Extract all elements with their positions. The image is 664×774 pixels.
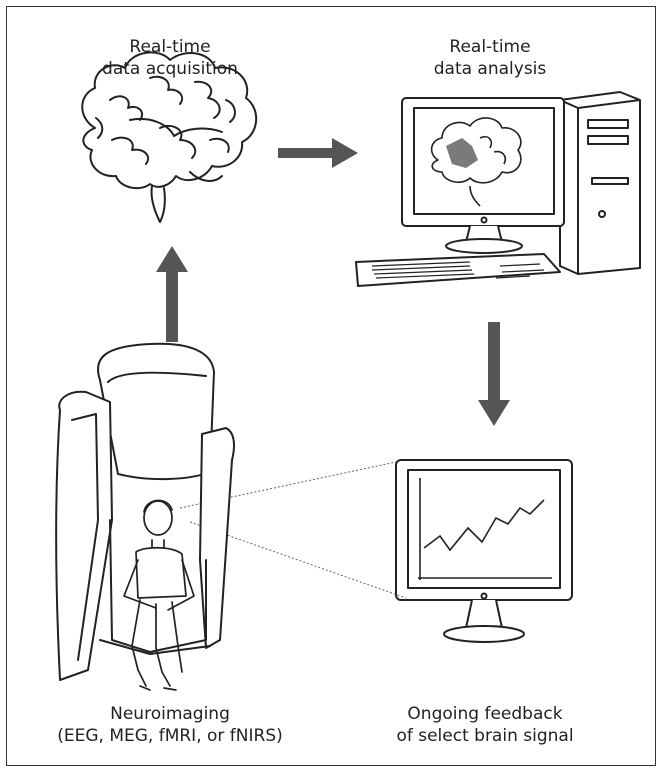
label-acquisition-line2: data acquisition [102, 59, 238, 79]
label-feedback-line2: of select brain signal [396, 726, 574, 746]
label-analysis: Real-time data analysis [400, 36, 580, 80]
label-neuroimaging: Neuroimaging (EEG, MEG, fMRI, or fNIRS) [40, 703, 300, 747]
label-feedback-line1: Ongoing feedback [407, 704, 563, 724]
feedback-graph [418, 478, 552, 580]
label-neuroimaging-line1: Neuroimaging [110, 704, 230, 724]
person-figure [123, 499, 195, 691]
label-feedback: Ongoing feedback of select brain signal [370, 703, 600, 747]
feedback-monitor [395, 459, 573, 643]
label-neuroimaging-line2: (EEG, MEG, fMRI, or fNIRS) [57, 726, 283, 746]
analysis-brain-icon [430, 117, 522, 207]
arrow-analysis-to-feedback [478, 322, 510, 426]
label-analysis-line1: Real-time [449, 37, 531, 57]
label-analysis-line2: data analysis [433, 59, 547, 79]
arrow-acquisition-to-analysis [278, 138, 358, 168]
brain-icon [81, 51, 257, 223]
signal-trace [423, 499, 545, 552]
scanner-chair [55, 342, 235, 681]
arrow-neuroimaging-to-acquisition [156, 246, 188, 342]
